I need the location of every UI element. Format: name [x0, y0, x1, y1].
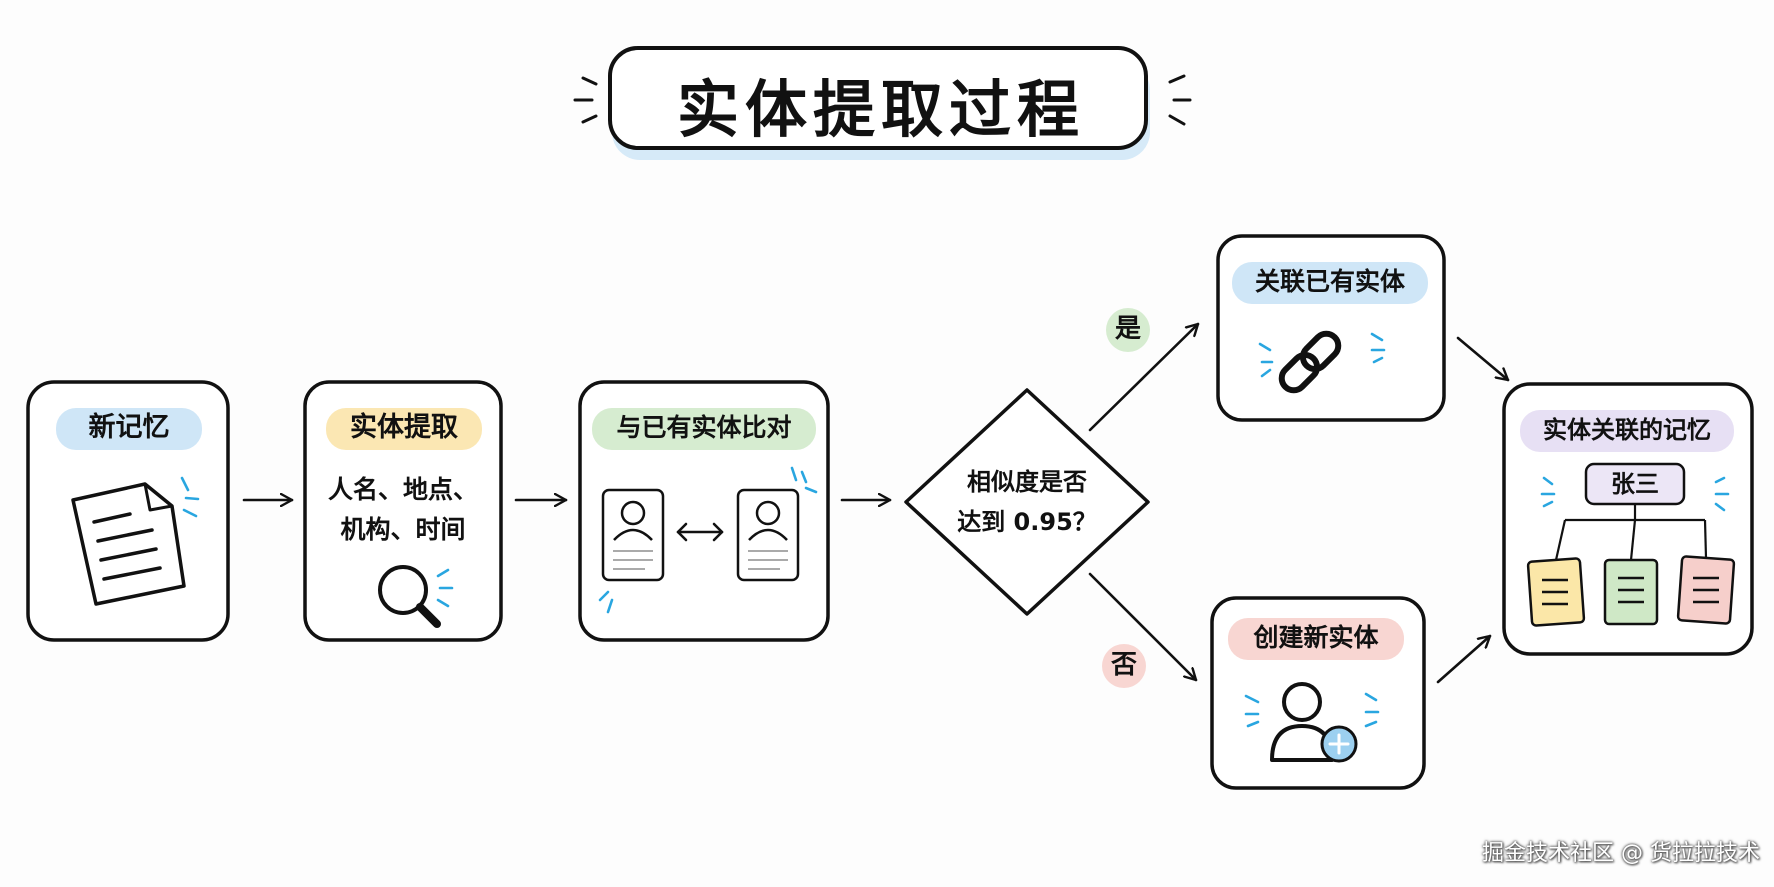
highlight-yes: [1106, 308, 1150, 352]
extract-text-line1: 人名、地点、: [327, 475, 478, 504]
result-tree: [1526, 462, 1736, 627]
label-create-new: 创建新实体: [1253, 623, 1379, 652]
label-link-existing: 关联已有实体: [1254, 267, 1405, 296]
watermark: 掘金技术社区 @ 货拉拉技术: [1482, 841, 1760, 866]
arrow-link-to-result: [1456, 336, 1510, 382]
memory-note-yellow-icon: [1526, 557, 1586, 627]
decision-line1: 相似度是否: [967, 468, 1087, 496]
label-new-memory: 新记忆: [88, 412, 170, 443]
link-chain-icon: [1258, 330, 1386, 394]
highlight-new-memory: [56, 408, 202, 450]
label-result: 实体关联的记忆: [1543, 416, 1711, 444]
arrow-yes-branch: [1088, 322, 1200, 432]
page-title: 实体提取过程: [676, 73, 1085, 146]
double-arrow-icon: [676, 522, 724, 542]
arrow-create-to-result: [1436, 634, 1492, 684]
memory-note-green-icon: [1603, 558, 1659, 626]
highlight-compare: [592, 408, 816, 450]
compare-sparkle-icon: [598, 466, 818, 614]
decision-diamond: [904, 388, 1150, 616]
arrow-no-branch: [1088, 572, 1198, 682]
memory-note-red-icon: [1676, 555, 1736, 625]
add-user-icon: [1244, 682, 1380, 763]
magnifier-icon: [378, 565, 454, 628]
highlight-extract: [326, 408, 482, 450]
extract-text-line2: 机构、时间: [340, 515, 466, 544]
highlight-link-existing: [1232, 262, 1428, 304]
highlight-result: [1520, 410, 1734, 452]
label-yes: 是: [1114, 314, 1141, 344]
profile-card-right-icon: [736, 488, 800, 582]
highlight-create-new: [1228, 618, 1404, 660]
document-icon: [71, 476, 200, 606]
label-extract: 实体提取: [350, 412, 458, 443]
profile-card-left-icon: [601, 488, 665, 582]
label-no: 否: [1110, 650, 1137, 680]
highlight-no: [1102, 644, 1146, 688]
label-compare: 与已有实体比对: [616, 413, 792, 442]
tree-root-label: 张三: [1611, 470, 1659, 498]
title-frame: [573, 46, 1192, 160]
decision-line2: 达到 0.95？: [957, 508, 1097, 536]
